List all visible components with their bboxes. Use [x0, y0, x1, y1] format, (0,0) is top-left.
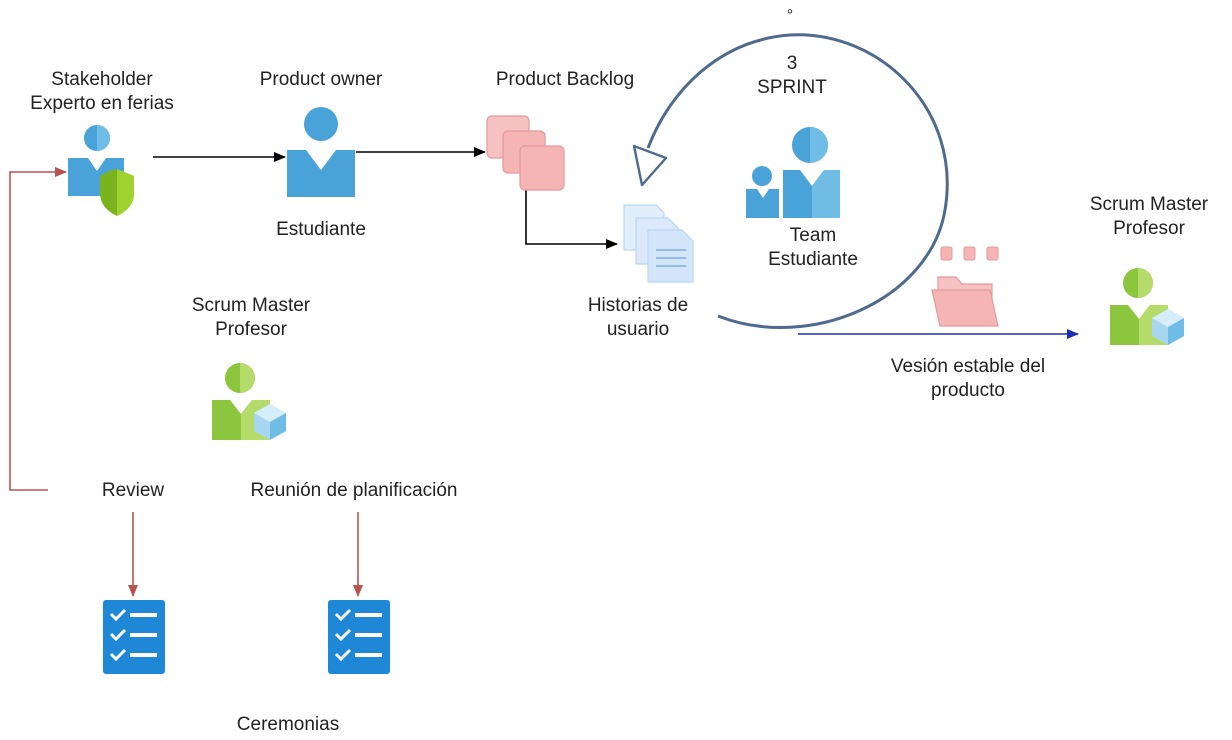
- document-stack-icon: [623, 204, 694, 283]
- product-backlog-label: Product Backlog: [495, 69, 635, 90]
- user-cube-icon: [1110, 268, 1184, 345]
- estudiante-label: Estudiante: [276, 219, 366, 240]
- review-label: Review: [101, 480, 165, 501]
- user-icon: [287, 107, 355, 197]
- reunion-planificacion-label: Reunión de planificación: [250, 480, 458, 501]
- feedback-arrow-review-to-stakeholder: [9, 167, 67, 491]
- sprint-number: 3: [786, 53, 798, 74]
- arrow-backlog-to-historias: [525, 190, 618, 249]
- folder-chips-icon: [931, 246, 999, 327]
- team-users-icon: [746, 127, 840, 218]
- stakeholder-shield-icon: [68, 125, 134, 216]
- checklist-icon: [328, 600, 390, 674]
- sprint-arrowhead-icon: [632, 144, 668, 187]
- ceremonias-label: Ceremonias: [236, 714, 340, 735]
- sprint-label: SPRINT: [757, 77, 827, 98]
- checklist-icon: [103, 600, 165, 674]
- sprint-marker: °: [786, 7, 794, 24]
- user-cube-icon: [212, 363, 286, 440]
- product-owner-label: Product owner: [259, 69, 383, 90]
- stacked-cards-icon: [486, 115, 565, 191]
- sprint-cycle-arrow: [646, 33, 949, 330]
